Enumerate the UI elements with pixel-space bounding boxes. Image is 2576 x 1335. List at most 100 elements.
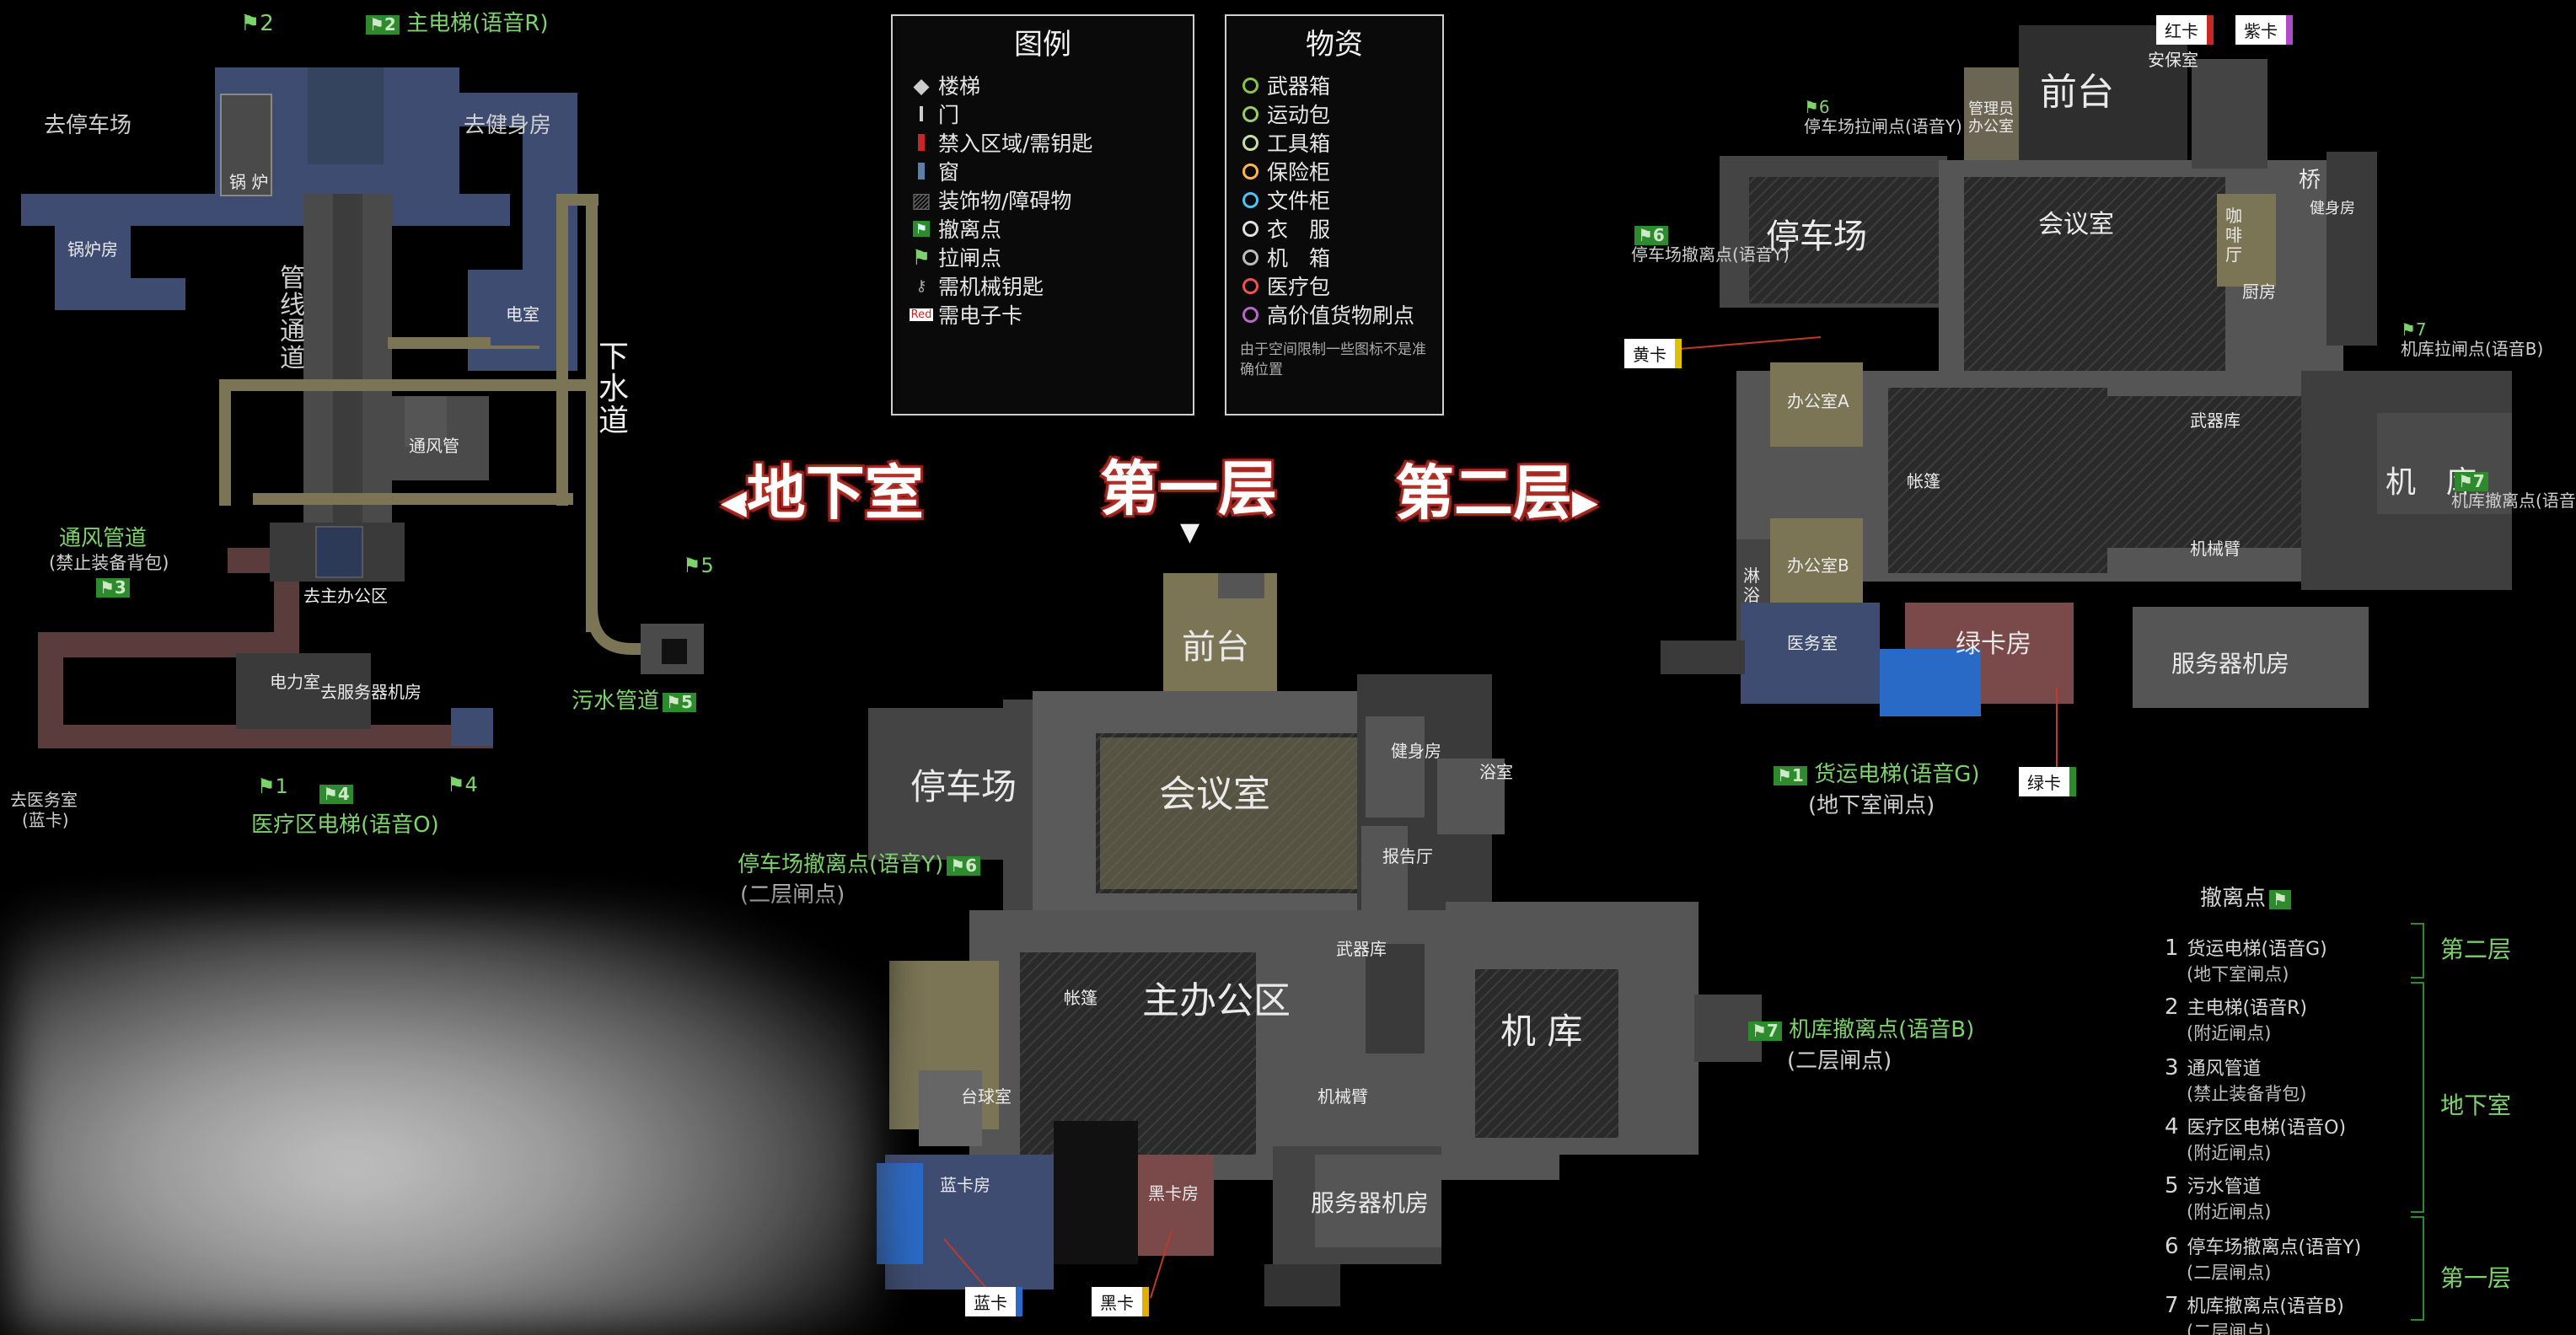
blurred-region	[8, 910, 877, 1335]
extract-icon: ⚑7	[1748, 1021, 1782, 1041]
room-server-1f: 服务器机房	[1311, 1189, 1430, 1217]
first-floor-title: 第一层	[1100, 454, 1277, 523]
label-boiler: 锅 炉	[229, 172, 269, 192]
legend-item: 门	[904, 99, 1193, 128]
legend-item: ⚑拉闸点	[904, 243, 1193, 271]
switch-marker-4: ⚑4	[447, 773, 478, 796]
room-blue-card-1f: 蓝卡房	[940, 1175, 990, 1195]
legend-panel: 图例 ◆楼梯 门 禁入区域/需钥匙 窗 ▨装饰物/障碍物 ⚑撤离点 ⚑拉闸点 ⚷…	[891, 14, 1194, 416]
supply-label: 武器箱	[1267, 74, 1331, 99]
room-cafe-2f: 咖啡厅	[2225, 206, 2242, 265]
blue-card-tag: 蓝卡	[965, 1287, 1022, 1316]
legend-item: 禁入区域/需钥匙	[904, 128, 1193, 157]
room-front-desk-1f: 前台	[1182, 628, 1249, 667]
room-meeting-1f: 会议室	[1159, 773, 1270, 816]
room-hangar-1f: 机 库	[1500, 1011, 1583, 1052]
label-electric-room: 电室	[506, 304, 539, 324]
extract-marker-4: ⚑4	[316, 784, 353, 805]
window-icon	[904, 163, 938, 180]
basement-map	[21, 67, 704, 748]
supply-label: 衣 服	[1267, 217, 1331, 242]
brace-second	[2411, 923, 2424, 978]
room-front-desk-2f: 前台	[2040, 71, 2114, 114]
room-tent-2f: 帐篷	[1907, 471, 1940, 491]
supply-dot-icon	[1233, 306, 1267, 323]
room-tent-1f: 帐篷	[1064, 988, 1097, 1008]
mech-key-icon: ⚷	[915, 276, 927, 295]
room-gym-1f: 健身房	[1391, 741, 1441, 761]
room-server-2f: 服务器机房	[2171, 650, 2290, 678]
room-main-office-1f: 主办公区	[1142, 979, 1291, 1022]
legend-item: ⚷需机械钥匙	[904, 271, 1193, 300]
room-meeting-2f: 会议室	[2038, 210, 2114, 239]
supplies-panel: 物资 武器箱运动包工具箱保险柜文件柜衣 服机 箱医疗包高价值货物刷点 由于空间限…	[1225, 14, 1444, 416]
label-hangar-extract-1f: ⚑7 机库撤离点(语音B)	[1745, 1017, 1974, 1043]
supply-item: 文件柜	[1233, 185, 1442, 214]
room-bridge-2f: 桥	[2299, 168, 2321, 193]
yellow-card-tag: 黄卡	[1624, 339, 1682, 368]
room-armory-2f: 武器库	[2190, 410, 2241, 431]
supply-label: 机 箱	[1267, 246, 1331, 271]
supply-item: 机 箱	[1233, 243, 1442, 271]
black-card-tag: 黑卡	[1092, 1287, 1149, 1316]
extract-list-title: 撤离点⚑	[2200, 886, 2291, 912]
group-first-floor: 第一层	[2440, 1264, 2512, 1292]
label-parking-extract-note-1f: (二层闸点)	[740, 882, 845, 908]
label-medical-elevator: 医疗区电梯(语音O)	[251, 812, 439, 838]
legend-item: ◆楼梯	[904, 71, 1193, 99]
restricted-icon	[904, 134, 938, 151]
label-vent: 通风管	[409, 436, 459, 456]
label-to-server: 去服务器机房	[320, 682, 421, 702]
purple-card-tag: 紫卡	[2235, 15, 2293, 45]
switch-marker-5: ⚑5	[683, 554, 714, 577]
room-billiard-1f: 台球室	[961, 1086, 1012, 1107]
supply-item: 衣 服	[1233, 214, 1442, 243]
supply-item: 工具箱	[1233, 128, 1442, 157]
room-armory-1f: 武器库	[1336, 939, 1387, 959]
supply-dot-icon	[1233, 163, 1267, 180]
legend-item: ⚑撤离点	[904, 214, 1193, 243]
obstacle-icon: ▨	[911, 187, 931, 212]
room-office-a-2f: 办公室A	[1787, 391, 1849, 411]
extract-icon: ⚑	[2269, 890, 2291, 909]
label-to-gym: 去健身房	[464, 113, 552, 138]
brace-first	[2411, 1216, 2424, 1321]
room-office-b-2f: 办公室B	[1787, 555, 1849, 576]
supply-dot-icon	[1233, 77, 1267, 94]
room-black-card-1f: 黑卡房	[1148, 1183, 1199, 1204]
label-vent-duct: 通风管道	[59, 526, 148, 551]
extract-marker-3: ⚑3	[93, 577, 130, 598]
supplies-note: 由于空间限制一些图标不是准确位置	[1240, 341, 1426, 378]
switch-extract-icon: ⚑	[911, 244, 931, 270]
label-hangar-extract-note-1f: (二层闸点)	[1787, 1048, 1892, 1074]
supply-dot-icon	[1233, 220, 1267, 237]
door-icon	[904, 106, 938, 121]
supply-label: 运动包	[1267, 103, 1331, 127]
legend-item: ▨装饰物/障碍物	[904, 185, 1193, 214]
switch-marker-1: ⚑1	[257, 775, 288, 798]
supply-dot-icon	[1233, 249, 1267, 265]
extract-icon: ⚑6	[947, 856, 981, 876]
label-to-main-office: 去主办公区	[303, 586, 388, 606]
label-power-room: 电力室	[270, 672, 320, 692]
supply-label: 工具箱	[1267, 131, 1331, 156]
extract-icon: ⚑	[904, 220, 938, 237]
first-floor-arrow-icon: ▼	[1180, 517, 1200, 547]
extract-icon: ⚑7	[2455, 472, 2488, 491]
stairs-icon: ◆	[913, 72, 930, 98]
extract-icon: ⚑1	[1774, 766, 1807, 785]
label-boiler-room: 锅炉房	[67, 239, 118, 260]
legend-title: 图例	[1014, 28, 1071, 62]
